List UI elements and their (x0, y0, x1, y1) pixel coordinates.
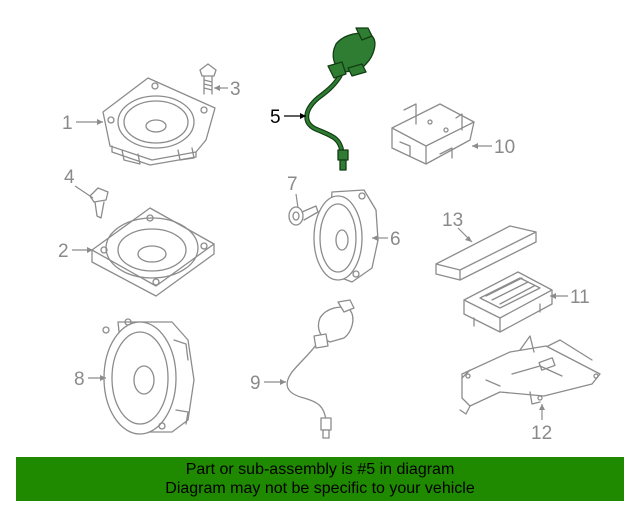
part-5-tweeter-harness (304, 27, 376, 171)
svg-text:2: 2 (58, 241, 69, 262)
part-1-speaker (102, 77, 216, 166)
callout-2: 2 (58, 241, 93, 262)
callout-11: 11 (550, 287, 590, 308)
callout-8: 8 (74, 369, 106, 390)
svg-text:5: 5 (270, 107, 281, 128)
part-3-screw (199, 63, 217, 95)
svg-text:12: 12 (531, 423, 552, 444)
part-11-amplifier (463, 271, 553, 333)
parts-diagram: 1 3 4 2 (58, 27, 601, 444)
svg-text:9: 9 (250, 373, 261, 394)
banner-line-2: Diagram may not be specific to your vehi… (165, 480, 475, 497)
callout-7: 7 (287, 174, 299, 209)
callout-13: 13 (442, 210, 473, 243)
part-6-speaker (313, 189, 379, 283)
part-13-cover (435, 225, 537, 281)
svg-text:10: 10 (494, 137, 515, 158)
svg-text:6: 6 (390, 229, 401, 250)
callout-5: 5 (270, 107, 306, 128)
svg-text:1: 1 (62, 113, 73, 134)
info-banner: Part or sub-assembly is #5 in diagram Di… (16, 457, 624, 501)
svg-text:3: 3 (230, 79, 241, 100)
callout-4: 4 (64, 167, 94, 199)
banner-line-1: Part or sub-assembly is #5 in diagram (185, 461, 455, 478)
part-9-tweeter-harness (286, 299, 355, 439)
callout-10: 10 (472, 137, 515, 158)
part-7-bolt (288, 205, 319, 226)
callout-12: 12 (531, 404, 552, 444)
svg-text:7: 7 (287, 174, 298, 195)
svg-text:11: 11 (570, 287, 590, 308)
svg-text:8: 8 (74, 369, 85, 390)
part-10-bracket (391, 103, 475, 165)
part-4-clip (89, 187, 109, 219)
svg-text:13: 13 (442, 210, 463, 231)
callout-3: 3 (214, 79, 241, 100)
part-12-bracket (459, 335, 601, 415)
callout-1: 1 (62, 113, 103, 134)
svg-text:4: 4 (64, 167, 75, 188)
part-8-speaker (102, 318, 195, 435)
part-2-speaker (91, 207, 215, 297)
callout-9: 9 (250, 373, 286, 394)
callout-6: 6 (372, 229, 401, 250)
